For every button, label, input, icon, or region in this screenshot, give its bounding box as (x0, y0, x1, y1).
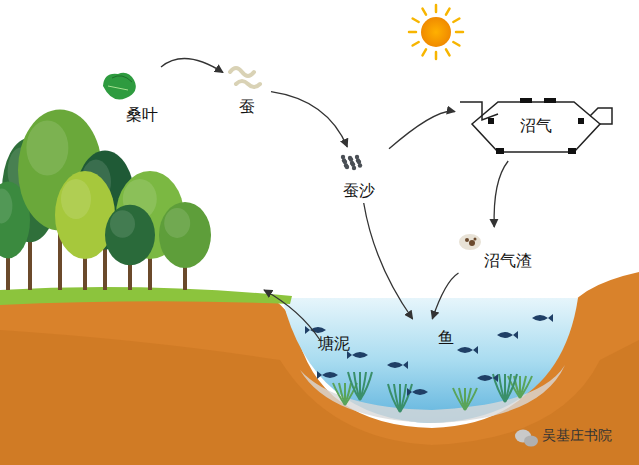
pond-bed (300, 365, 565, 423)
grass (0, 287, 292, 305)
flow-arrow (494, 161, 508, 227)
sun (409, 5, 463, 59)
water-plants (333, 372, 532, 412)
node-label: 沼气 (520, 116, 552, 135)
node-label: 桑叶 (126, 105, 158, 124)
flow-arrow (432, 273, 458, 319)
fish-school (305, 314, 553, 396)
process-node: 沼气渣 (458, 230, 532, 270)
flow-arrow (364, 203, 413, 319)
flow-arrow (161, 58, 223, 72)
pond-water (282, 298, 578, 423)
silkworm (230, 68, 260, 87)
node-label: 蚕沙 (343, 181, 375, 200)
flow-arrow (271, 92, 347, 147)
silkworm-frass (341, 155, 362, 170)
node-label: 塘泥 (318, 334, 350, 353)
trees (0, 110, 211, 291)
biogas-residue (459, 234, 481, 250)
node-label: 沼气渣 (484, 251, 532, 270)
node-label: 蚕 (239, 97, 255, 116)
flow-arrow (389, 111, 455, 149)
process-node: 蚕 (226, 60, 268, 116)
wechat-icon (515, 430, 538, 447)
mulberry-leaf (103, 73, 136, 100)
process-node: 鱼 (398, 322, 454, 354)
mud-to-land-arrow (264, 290, 320, 340)
node-label: 鱼 (438, 328, 454, 347)
process-node: 蚕沙 (332, 150, 386, 200)
process-node: 桑叶 (96, 66, 158, 124)
process-node: 塘泥 (312, 332, 356, 356)
watermark: 吴基庄书院 (542, 427, 612, 445)
biogas-digester: 沼气 (458, 94, 614, 158)
ground (0, 272, 639, 465)
